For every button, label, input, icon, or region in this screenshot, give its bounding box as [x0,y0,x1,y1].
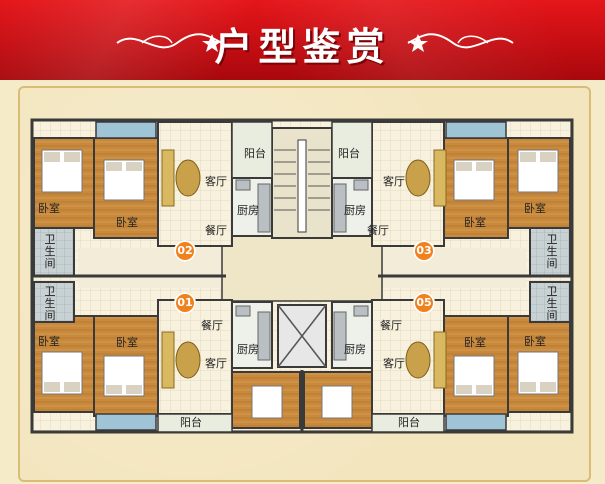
label-living-05: 客厅 [383,357,405,370]
beds [41,149,559,419]
label-bathroom-05: 卫生间 [546,285,558,322]
label-living-01: 客厅 [205,357,227,370]
unit-badge-02: 02 [174,240,196,262]
kitchen-counters [235,179,369,361]
label-dining-03: 餐厅 [367,224,389,237]
elevator [277,304,327,368]
walls [32,274,572,432]
left-ornament-icon [116,33,223,52]
label-bedroom-03b: 卧室 [524,202,546,215]
label-bathroom-02: 卫生间 [44,233,56,270]
label-bedroom-02a: 卧室 [38,202,60,215]
right-ornament-icon [407,33,514,52]
label-balcony-01: 阳台 [180,416,202,429]
label-balcony-03: 阳台 [338,147,360,160]
core-lobby [221,234,383,302]
label-bedroom-05a: 卧室 [464,336,486,349]
label-dining-01: 餐厅 [201,319,223,332]
label-living-02: 客厅 [205,175,227,188]
label-bathroom-03: 卫生间 [546,233,558,270]
label-dining-02: 餐厅 [205,224,227,237]
window-bays [95,121,507,431]
label-balcony-02: 阳台 [244,147,266,160]
page-title: 户型鉴赏 [214,24,391,69]
label-bedroom-03a: 卧室 [464,216,486,229]
staircase [271,127,333,239]
label-balcony-05: 阳台 [398,416,420,429]
label-kitchen-05: 厨房 [344,343,366,356]
label-dining-05: 餐厅 [380,319,402,332]
unit-badge-01: 01 [174,292,196,314]
label-kitchen-01: 厨房 [237,343,259,356]
label-bedroom-05b: 卧室 [524,335,546,348]
label-bathroom-01: 卫生间 [44,285,56,322]
label-kitchen-02: 厨房 [237,204,259,217]
unit-badge-05: 05 [413,292,435,314]
label-living-03: 客厅 [383,175,405,188]
unit-badge-03: 03 [413,240,435,262]
label-bedroom-01b: 卧室 [116,336,138,349]
label-kitchen-03: 厨房 [344,204,366,217]
living-furniture [161,149,447,389]
title-banner: 户型鉴赏 [0,0,605,80]
label-bedroom-01a: 卧室 [38,335,60,348]
label-bedroom-02b: 卧室 [116,216,138,229]
